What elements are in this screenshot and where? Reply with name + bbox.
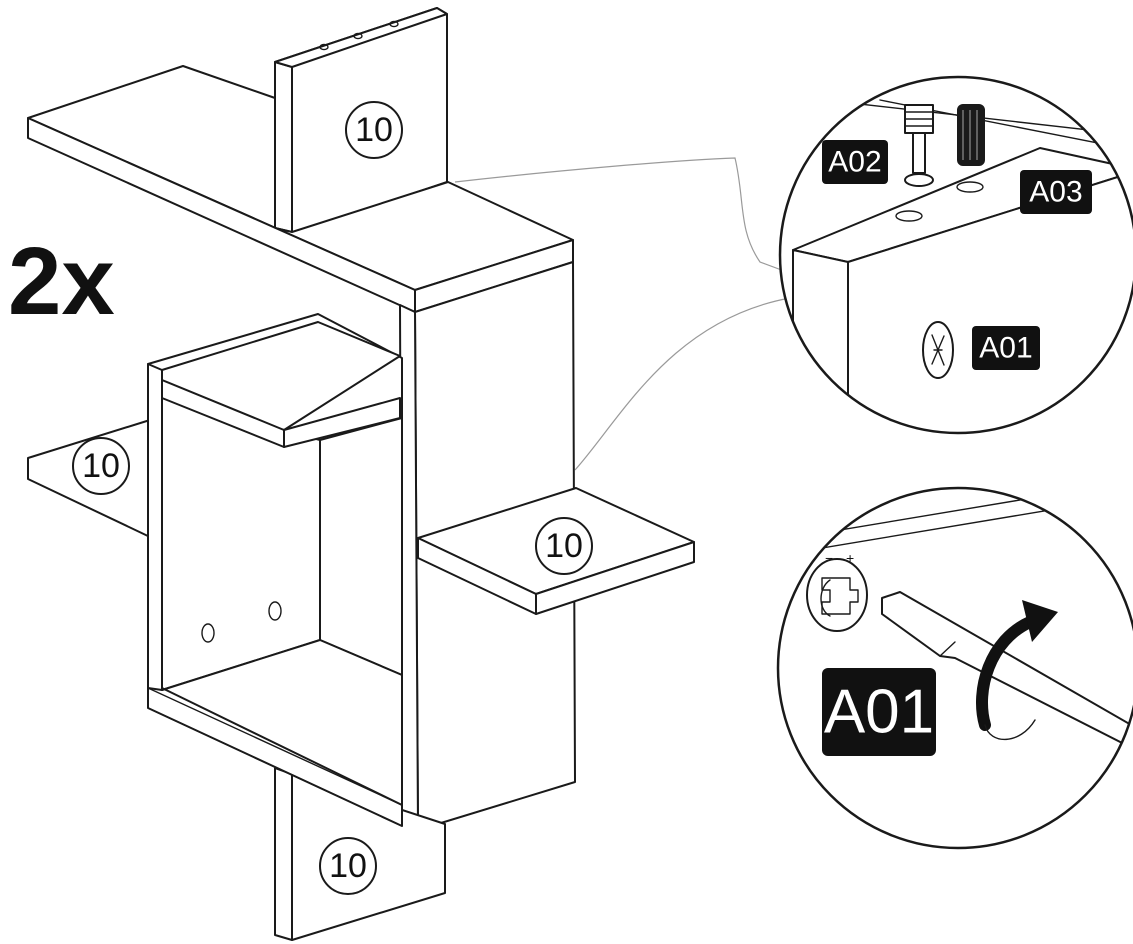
cam-bolt-icon bbox=[904, 104, 934, 187]
quantity-label: 2x bbox=[8, 228, 115, 335]
cam-hole bbox=[895, 210, 923, 222]
svg-text:A02: A02 bbox=[828, 146, 881, 179]
leader-line-upper bbox=[454, 157, 796, 276]
part-number-right: 10 bbox=[545, 527, 583, 565]
screw-hole bbox=[201, 623, 215, 643]
part-callout-right: 10 bbox=[535, 517, 593, 575]
dowel-hole bbox=[319, 43, 329, 51]
top-shelf-panel bbox=[27, 65, 574, 313]
svg-text:A01: A01 bbox=[979, 332, 1032, 365]
rotation-arrow-icon bbox=[976, 600, 1058, 741]
cam-lock-icon bbox=[922, 321, 954, 379]
leader-line-lower bbox=[574, 297, 791, 471]
cam-hole bbox=[956, 181, 984, 193]
dowel-hole bbox=[389, 20, 399, 28]
tag-a01-large: A01 bbox=[822, 668, 936, 756]
cam-lock-screw-icon: − + bbox=[806, 550, 868, 632]
tag-a02: A02 bbox=[822, 140, 888, 184]
tag-a01: A01 bbox=[972, 326, 1040, 370]
svg-text:A03: A03 bbox=[1029, 176, 1082, 209]
part-number-top: 10 bbox=[355, 111, 393, 149]
detail-screwdriver-view: − + A01 bbox=[776, 486, 1133, 850]
part-callout-top: 10 bbox=[345, 101, 403, 159]
detail-hardware-view: A02 A03 A01 bbox=[778, 75, 1133, 435]
front-box bbox=[147, 313, 403, 827]
screwdriver-icon bbox=[881, 591, 1133, 753]
screw-plus-sign: + bbox=[846, 550, 854, 566]
screw-minus-sign: − bbox=[825, 550, 833, 566]
screw-hole bbox=[268, 601, 282, 621]
part-callout-bottom: 10 bbox=[319, 837, 377, 895]
dowel-hole bbox=[353, 32, 363, 40]
part-callout-left: 10 bbox=[72, 437, 130, 495]
svg-text:A01: A01 bbox=[824, 678, 934, 747]
part-number-bottom: 10 bbox=[329, 847, 367, 885]
dowel-icon bbox=[957, 104, 985, 166]
tag-a03: A03 bbox=[1020, 170, 1092, 214]
part-number-left: 10 bbox=[82, 447, 120, 485]
